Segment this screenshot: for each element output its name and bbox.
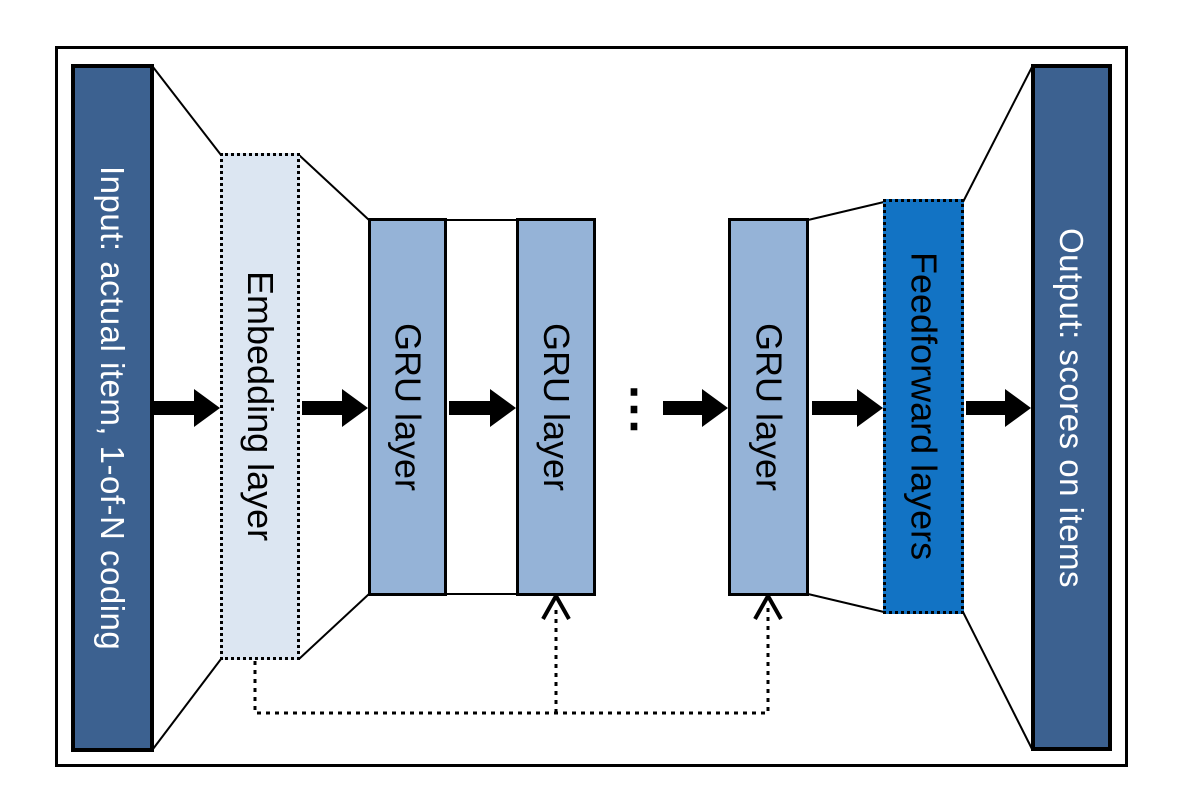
feedback-arrowhead-icon — [541, 591, 571, 620]
feedback-arrowheads — [541, 591, 783, 620]
node-embedding-layer: Embedding layer — [220, 153, 300, 660]
projection-line — [962, 66, 1033, 203]
node-gru-layer-n: GRU layer — [728, 218, 809, 596]
output-layer-label: Output: scores on items — [1053, 227, 1090, 588]
gru-layer-1-label: GRU layer — [387, 322, 429, 492]
input-layer-label: Input: actual item, 1-of-N coding — [94, 165, 131, 651]
projection-line — [152, 66, 222, 156]
projection-line — [807, 201, 885, 221]
projection-lines — [152, 66, 1033, 750]
projection-line — [962, 611, 1033, 750]
ellipsis-dots: ⋮ — [609, 380, 659, 436]
flow-arrows — [153, 389, 1031, 427]
node-gru-layer-1: GRU layer — [368, 218, 447, 596]
arrow-right-icon — [153, 389, 220, 427]
diagram-frame — [55, 46, 1128, 767]
projection-line — [807, 593, 885, 613]
arrow-right-icon — [812, 389, 883, 427]
node-input-layer: Input: actual item, 1-of-N coding — [71, 64, 154, 752]
projection-line — [152, 658, 222, 750]
node-gru-layer-2: GRU layer — [516, 218, 596, 596]
gru-layer-2-label: GRU layer — [536, 322, 577, 492]
feedback-connection-lines — [253, 606, 770, 715]
node-output-layer: Output: scores on items — [1031, 64, 1112, 751]
arrow-right-icon — [966, 389, 1031, 427]
arrow-right-icon — [302, 389, 368, 427]
gru-layer-n-label: GRU layer — [748, 322, 790, 492]
projection-line — [298, 593, 370, 660]
feedforward-layers-label: Feedforward layers — [903, 252, 945, 561]
node-feedforward-layers: Feedforward layers — [883, 199, 964, 614]
feedback-arrowhead-icon — [753, 591, 783, 620]
arrow-right-icon — [449, 389, 516, 427]
arrow-right-icon — [663, 389, 728, 427]
projection-line — [298, 154, 370, 221]
embedding-layer-label: Embedding layer — [240, 271, 281, 542]
feedback-connection-line — [253, 606, 770, 715]
